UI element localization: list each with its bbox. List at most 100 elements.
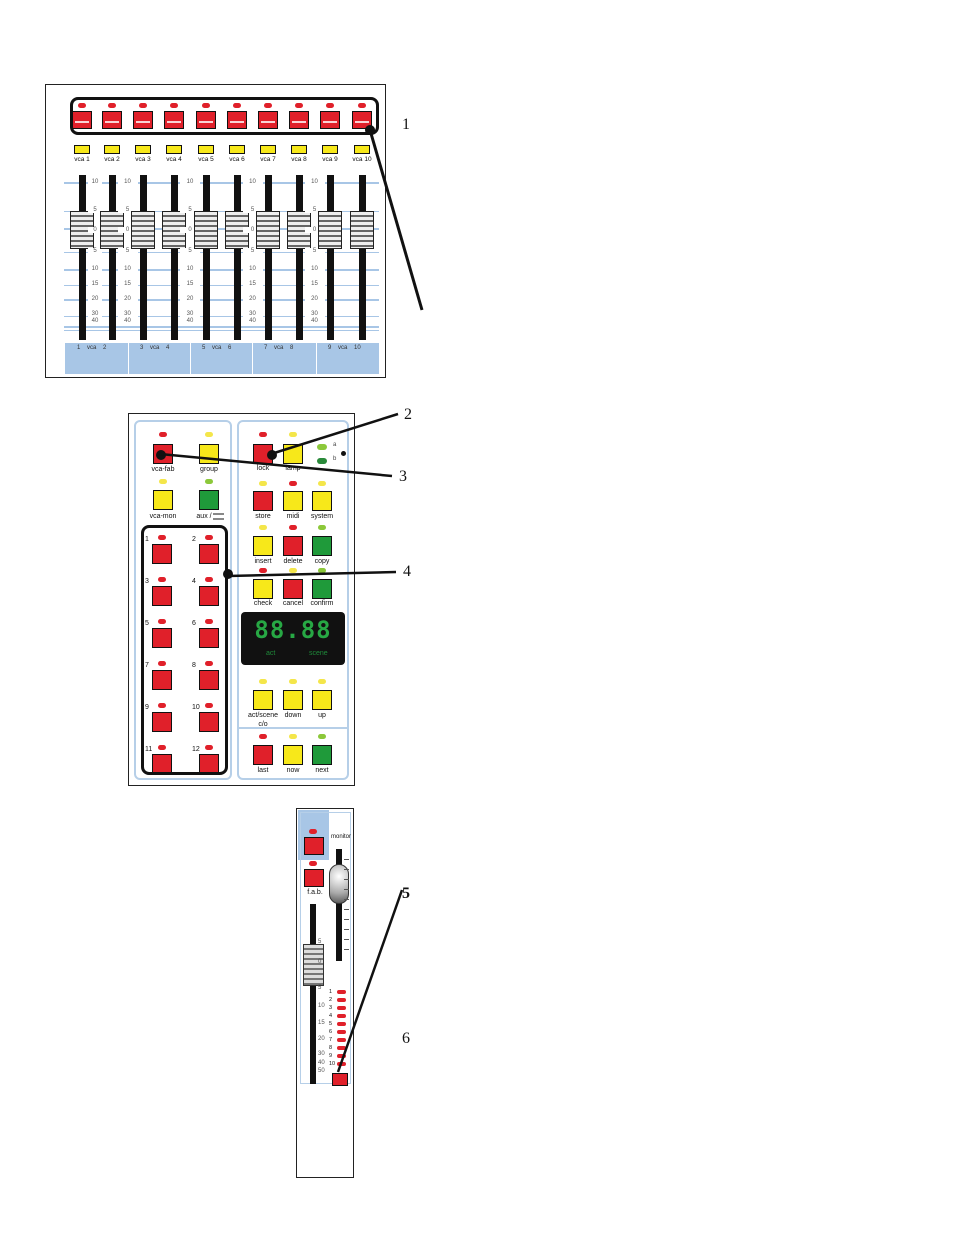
system-button[interactable] — [312, 491, 332, 511]
number-button[interactable] — [152, 670, 172, 690]
last-button[interactable] — [253, 745, 273, 765]
vca-label: vca 6 — [229, 156, 245, 163]
vca-fader-knob[interactable] — [350, 211, 374, 249]
vca-scale-label: 15 — [88, 281, 102, 287]
lamp-led — [289, 432, 297, 437]
vca-scale-label: 10 — [117, 266, 138, 272]
number-label: 3 — [145, 578, 149, 585]
meter-scale-label: 5 — [329, 1021, 333, 1027]
channel-select-button[interactable] — [304, 837, 324, 855]
vca-select-button[interactable] — [164, 111, 184, 129]
vca-fader-knob[interactable] — [131, 211, 155, 249]
vca-fader-knob[interactable] — [256, 211, 280, 249]
vca-mon-button[interactable] — [153, 490, 173, 510]
meter-scale-label: 7 — [329, 1037, 333, 1043]
confirm-button[interactable] — [312, 579, 332, 599]
now-button[interactable] — [283, 745, 303, 765]
vca-strip-divider — [252, 343, 253, 374]
insert-label: insert — [254, 558, 272, 565]
vca-scale-label: 10 — [304, 266, 325, 272]
vca-yellow-button[interactable] — [322, 145, 338, 154]
number-button[interactable] — [152, 544, 172, 564]
vca-scale-label: 0 — [88, 227, 102, 233]
vca-fader-track — [265, 175, 272, 340]
vca-scale-line — [64, 285, 379, 286]
aux-button[interactable] — [199, 490, 219, 510]
vca-scale-label: 20 — [180, 296, 200, 302]
vca-button-marker — [355, 121, 369, 123]
number-label: 4 — [192, 578, 196, 585]
number-button[interactable] — [199, 670, 219, 690]
fab-button[interactable] — [304, 869, 324, 887]
vca-select-button[interactable] — [196, 111, 216, 129]
vca-select-button[interactable] — [227, 111, 247, 129]
number-led — [205, 703, 213, 708]
midi-led — [289, 481, 297, 486]
act-scene-button[interactable] — [253, 690, 273, 710]
vca-scale-label: 0 — [242, 227, 263, 233]
up-button[interactable] — [312, 690, 332, 710]
vca-scale-label: 10 — [242, 266, 263, 272]
delete-button[interactable] — [283, 536, 303, 556]
vca-button-marker — [167, 121, 181, 123]
number-button[interactable] — [152, 586, 172, 606]
vca-scale-label: 5 — [180, 207, 200, 213]
store-button[interactable] — [253, 491, 273, 511]
vca-yellow-button[interactable] — [166, 145, 182, 154]
number-button[interactable] — [199, 628, 219, 648]
insert-button[interactable] — [253, 536, 273, 556]
vca-select-button[interactable] — [102, 111, 122, 129]
copy-button[interactable] — [312, 536, 332, 556]
system-label: system — [310, 513, 334, 520]
meter-select-button[interactable] — [332, 1073, 348, 1086]
vca-scale-line — [64, 252, 379, 253]
main-fader-track — [310, 904, 316, 1084]
vca-yellow-button[interactable] — [260, 145, 276, 154]
next-button[interactable] — [312, 745, 332, 765]
vca-select-button[interactable] — [320, 111, 340, 129]
midi-label: midi — [286, 513, 300, 520]
vca-yellow-button[interactable] — [74, 145, 90, 154]
vca-button-marker — [292, 121, 306, 123]
cancel-button[interactable] — [283, 579, 303, 599]
number-button[interactable] — [152, 712, 172, 732]
meter-led — [337, 1062, 346, 1066]
vca-strip-vca: vca — [150, 345, 160, 351]
number-button[interactable] — [199, 544, 219, 564]
next-led — [318, 734, 326, 739]
vca-select-button[interactable] — [289, 111, 309, 129]
vca-top-led — [326, 103, 334, 108]
vca-scale-line — [64, 211, 379, 212]
meter-scale-label: 6 — [329, 1029, 333, 1035]
number-led — [158, 661, 166, 666]
vca-strip-vca: vca — [212, 345, 222, 351]
now-led — [289, 734, 297, 739]
vca-yellow-button[interactable] — [104, 145, 120, 154]
group-button[interactable] — [199, 444, 219, 464]
down-button[interactable] — [283, 690, 303, 710]
vca-yellow-button[interactable] — [229, 145, 245, 154]
number-grid-highlight — [141, 525, 228, 775]
main-fader-knob[interactable] — [303, 944, 324, 986]
lamp-button[interactable] — [283, 444, 303, 464]
vca-select-button[interactable] — [352, 111, 372, 129]
vca-yellow-button[interactable] — [135, 145, 151, 154]
midi-button[interactable] — [283, 491, 303, 511]
vca-fader-knob[interactable] — [194, 211, 218, 249]
vca-scale-label: 5 — [117, 248, 138, 254]
number-button[interactable] — [152, 628, 172, 648]
monitor-fader-knob[interactable] — [329, 864, 349, 904]
vca-select-button[interactable] — [133, 111, 153, 129]
vca-strip-num-a: 7 — [264, 345, 268, 351]
vca-yellow-button[interactable] — [291, 145, 307, 154]
vca-select-button[interactable] — [258, 111, 278, 129]
vca-yellow-button[interactable] — [354, 145, 370, 154]
check-button[interactable] — [253, 579, 273, 599]
delete-led — [289, 525, 297, 530]
number-label: 7 — [145, 662, 149, 669]
vca-fader-knob[interactable] — [318, 211, 342, 249]
number-button[interactable] — [199, 586, 219, 606]
number-button[interactable] — [199, 712, 219, 732]
vca-yellow-button[interactable] — [198, 145, 214, 154]
